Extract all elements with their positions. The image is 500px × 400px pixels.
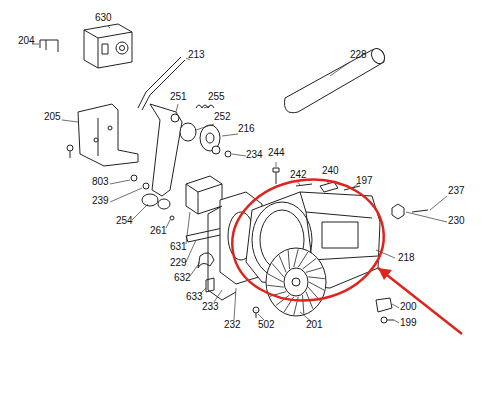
nut	[392, 204, 404, 219]
duct-tube	[285, 49, 385, 113]
callout-number: 254	[116, 216, 133, 226]
rod	[138, 57, 185, 110]
callout-number: 242	[290, 170, 307, 180]
callout-number: 803	[92, 177, 109, 187]
callout-number: 633	[186, 292, 203, 302]
leader-lines	[32, 26, 447, 323]
callout-number: 631	[170, 242, 187, 252]
callout-number: 252	[214, 112, 231, 122]
fan-blade	[288, 250, 289, 269]
fan-blade	[294, 249, 298, 267]
fan-blade	[279, 255, 286, 272]
callout-number: 240	[322, 166, 339, 176]
idler-arm	[150, 104, 182, 196]
highlight-arrow	[378, 268, 462, 334]
callout-number: 261	[150, 226, 167, 236]
callout-number: 199	[400, 318, 417, 328]
blower-wheel	[266, 248, 326, 316]
callout-number: 234	[246, 150, 263, 160]
callout-number: 205	[44, 112, 61, 122]
fan-blade	[303, 258, 317, 269]
clip	[40, 40, 58, 52]
fan-blade	[267, 285, 284, 287]
fan-blade	[309, 282, 324, 290]
callout-number: 200	[400, 302, 417, 312]
fan-blade	[306, 268, 322, 273]
callout-number: 237	[448, 186, 465, 196]
switch-body	[84, 24, 132, 68]
clip-plate	[376, 298, 392, 312]
clamp	[198, 253, 214, 268]
spring	[196, 105, 214, 108]
callout-number: 632	[174, 273, 191, 283]
callout-number: 230	[448, 216, 465, 226]
callout-number: 228	[350, 50, 367, 60]
callout-number: 201	[306, 320, 323, 330]
callout-number: 502	[258, 320, 275, 330]
callout-number: 244	[268, 148, 285, 158]
callout-number: 216	[238, 124, 255, 134]
callout-number: 239	[92, 196, 109, 206]
callout-number: 233	[202, 302, 219, 312]
fan-blade	[272, 263, 284, 276]
highlight-circle	[224, 170, 391, 310]
fan-blade	[298, 252, 308, 267]
fan-blade	[308, 277, 325, 279]
fan-blade	[268, 274, 283, 282]
washer	[142, 194, 158, 206]
callout-number: 630	[95, 13, 112, 23]
callout-number: 218	[398, 253, 415, 263]
highlight	[224, 170, 462, 334]
callout-number: 255	[208, 92, 225, 102]
callout-number: 197	[356, 176, 373, 186]
bracket	[78, 104, 138, 166]
callout-number: 213	[188, 50, 205, 60]
callout-number: 229	[170, 258, 187, 268]
fan-blade	[303, 295, 304, 314]
shaft-collar	[180, 123, 196, 141]
callout-number: 232	[224, 320, 241, 330]
callout-number: 204	[18, 36, 35, 46]
callout-number: 251	[170, 92, 187, 102]
motor-switch	[186, 176, 222, 214]
